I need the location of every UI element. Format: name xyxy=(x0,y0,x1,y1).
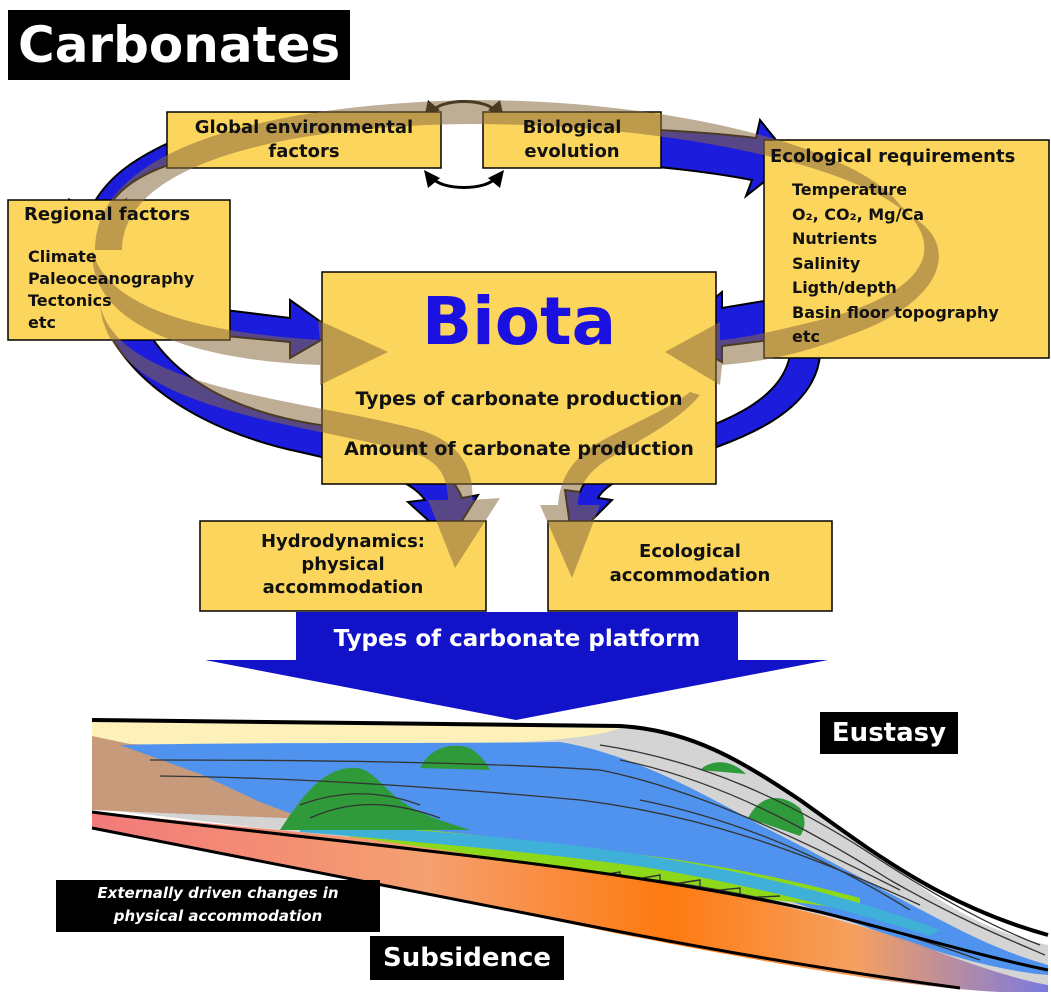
ecological-box xyxy=(763,139,1050,359)
hydro-line-3: accommodation xyxy=(262,577,424,598)
ecological-requirements-list: Temperature O₂, CO₂, Mg/Ca Nutrients Sal… xyxy=(792,178,999,350)
regional-item: Climate xyxy=(28,247,97,266)
eco-accom-box xyxy=(547,520,833,612)
biota-production-amount: Amount of carbonate production xyxy=(344,438,694,460)
ecological-requirements-title: Ecological requirements xyxy=(770,146,1016,167)
eco-accom-line-1: Ecological xyxy=(639,541,741,562)
ecological-item: Salinity xyxy=(792,253,861,273)
hydro-line-2: physical xyxy=(301,554,385,575)
biological-line-2: evolution xyxy=(524,141,620,162)
global-factors-label: Global environmental factors xyxy=(167,116,441,164)
ecological-accommodation-label: Ecological accommodation xyxy=(548,540,832,588)
biota-box xyxy=(321,271,717,485)
regional-item: Tectonics xyxy=(28,291,112,310)
global-line-1: Global environmental xyxy=(194,117,414,138)
biological-line-1: Biological xyxy=(522,117,622,138)
hydro-box xyxy=(199,520,487,612)
biological-evolution-label: Biological evolution xyxy=(483,116,661,164)
external-changes-label: Externally driven changes in physical ac… xyxy=(56,880,380,932)
platform-arrow xyxy=(205,612,828,720)
regional-item: Paleoceanography xyxy=(28,269,195,288)
eustasy-label: Eustasy xyxy=(820,712,958,754)
regional-factors-list: Climate Paleoceanography Tectonics etc xyxy=(28,246,194,334)
hydrodynamics-label: Hydrodynamics: physical accommodation xyxy=(200,530,486,599)
external-line-2: physical accommodation xyxy=(113,907,323,925)
regional-factors-title: Regional factors xyxy=(24,204,191,225)
global-line-2: factors xyxy=(268,141,340,162)
ecological-item: Ligth/depth xyxy=(792,278,897,297)
subsidence-label: Subsidence xyxy=(370,936,564,980)
platform-types-label: Types of carbonate platform xyxy=(333,626,701,652)
ecological-item: Basin floor topography xyxy=(792,302,999,322)
page-title: Carbonates xyxy=(8,10,351,80)
ecological-item: Temperature xyxy=(792,180,908,199)
biota-production-types: Types of carbonate production xyxy=(355,388,683,410)
biota-title: Biota xyxy=(421,283,617,360)
regional-item: etc xyxy=(28,313,56,332)
hydro-line-1: Hydrodynamics: xyxy=(260,531,425,552)
ecological-item: O₂, CO₂, Mg/Ca xyxy=(792,204,925,224)
cross-section xyxy=(91,718,1049,992)
external-line-1: Externally driven changes in xyxy=(97,884,339,902)
eco-accom-line-2: accommodation xyxy=(609,565,771,586)
ecological-item: Nutrients xyxy=(792,229,878,248)
ecological-item: etc xyxy=(792,327,820,346)
brown-arrows xyxy=(91,100,939,578)
